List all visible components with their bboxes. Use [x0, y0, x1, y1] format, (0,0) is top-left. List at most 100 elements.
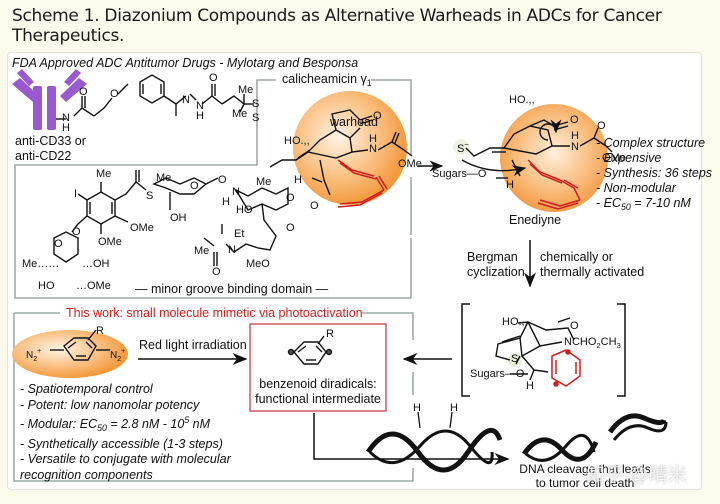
- scheme-title: Scheme 1. Diazonium Compounds as Alterna…: [12, 6, 662, 46]
- property-item: - Non-modular: [596, 181, 676, 195]
- warhead-structure: [269, 109, 413, 196]
- minor-groove-structure: [53, 170, 289, 266]
- enediyne-red-bonds: [337, 159, 388, 208]
- atom-label: O: [570, 114, 579, 126]
- warhead-orb: [293, 91, 407, 205]
- activation-label: chemically or thermally activated: [540, 250, 644, 280]
- watermark: 知乎 @晴米: [586, 465, 687, 486]
- diradical-sulfur: S: [511, 353, 519, 365]
- benzenoid-box: [249, 323, 387, 412]
- atom-label: OMe: [130, 222, 154, 234]
- bergman-label: Bergman cyclization: [467, 250, 525, 280]
- atom-label: N: [62, 112, 70, 124]
- atom-label: H: [222, 196, 230, 208]
- atom-label: O: [110, 88, 119, 100]
- atom-label: OMe: [98, 236, 122, 248]
- dna-h-label: H: [450, 402, 458, 414]
- atom-label: O: [72, 226, 81, 238]
- atom-label: Et: [234, 228, 245, 240]
- benzenoid-line-1: benzenoid diradicals:: [259, 377, 377, 391]
- dna-h-label: H: [413, 402, 421, 414]
- atom-label: O: [373, 110, 382, 122]
- top-section-heading: FDA Approved ADC Antitumor Drugs - Mylot…: [12, 56, 359, 70]
- enediyne-structure: [461, 119, 613, 179]
- arrow-to-dna-cleavage: [313, 413, 510, 465]
- atom-label: H: [571, 130, 579, 142]
- atom-label: Me: [156, 172, 172, 184]
- atom-label: I: [74, 188, 78, 200]
- activation-line-2: thermally activated: [540, 265, 645, 279]
- dna-outcome-label: DNA cleavage that leads to tumor cell de…: [510, 462, 660, 490]
- atom-label: N: [232, 186, 240, 198]
- benzenoid-label: benzenoid diradicals: functional interme…: [250, 377, 386, 407]
- atom-label: Me: [232, 108, 248, 120]
- atom-label: S: [252, 98, 260, 110]
- dna-outcome-line-1: DNA cleavage that leads: [519, 462, 651, 476]
- diazonium-r-group: R: [96, 325, 104, 337]
- enediyne-ring-red: [527, 159, 581, 210]
- atom-label: O: [570, 320, 579, 332]
- thiolate-highlight: [453, 139, 469, 155]
- atom-label: H: [196, 110, 204, 122]
- atom-label: N: [571, 141, 579, 153]
- enediyne-label: Enediyne: [509, 213, 562, 227]
- diradical-brackets: [461, 303, 626, 397]
- advantage-modular: - Modular: EC50 = 2.8 nM - 105 nM: [20, 415, 211, 433]
- calicheamicin-label: calicheamicin γ1: [282, 72, 372, 88]
- atom-label: …OH: [82, 258, 110, 270]
- atom-label: HO: [236, 204, 253, 216]
- benzenoid-line-2: functional intermediate: [255, 392, 381, 406]
- atom-label: O: [209, 72, 218, 84]
- atom-label: HO.,,: [509, 94, 535, 106]
- bergman-line-1: Bergman: [467, 250, 518, 264]
- atom-label: H: [369, 133, 377, 145]
- atom-label: OMe: [602, 152, 626, 164]
- atom-label: O: [286, 192, 295, 204]
- diradical-h: H: [526, 380, 534, 392]
- advantage-item: - Potent: low nanomolar potency: [20, 397, 200, 412]
- diradical-benzene-red: [551, 349, 581, 387]
- atom-label: OMe: [398, 158, 422, 170]
- diradical-sugars: Sugars—O: [470, 368, 525, 380]
- this-work-frame: [13, 312, 414, 482]
- atom-label: O: [190, 180, 199, 192]
- atom-label: H: [506, 179, 514, 191]
- atom-label: Me: [194, 245, 210, 257]
- atom-label: HO.,,: [284, 135, 310, 147]
- atom-label: O: [212, 266, 221, 278]
- sulfur-highlight: [508, 353, 522, 367]
- atom-label: N: [196, 100, 204, 112]
- diazonium-left: N2+: [26, 348, 42, 363]
- antibody-label-1: anti-CD33 or: [15, 134, 86, 148]
- atom-label: O: [286, 222, 295, 234]
- atom-label: Me: [256, 176, 272, 188]
- calicheamicin-bracket: [14, 79, 412, 299]
- diradical-ho: HO.,,: [502, 316, 528, 328]
- atom-label: Me: [238, 84, 254, 96]
- thiolate-label: S−: [457, 140, 469, 155]
- property-item: - Expensive: [596, 151, 662, 165]
- property-item: - Synthesis: 36 steps: [596, 166, 713, 180]
- irradiation-label: Red light irradiation: [139, 338, 247, 352]
- advantage-item: - Synthetically accessible (1-3 steps): [20, 436, 223, 451]
- dna-outcome-line-2: to tumor cell death: [535, 476, 635, 490]
- antibody-icon: [12, 69, 87, 130]
- enediyne-orb: [500, 104, 608, 212]
- atom-label: N: [182, 94, 190, 106]
- atom-label: S: [146, 190, 154, 202]
- property-ec50: - EC50 = 7-10 nM: [596, 196, 691, 212]
- advantage-item: - Spatiotemporal control: [20, 382, 153, 396]
- dna-helix-cleaved-1: [521, 434, 599, 462]
- atom-label: H: [294, 174, 302, 186]
- property-item: - Complex structure: [596, 136, 706, 150]
- atom-label: O: [79, 86, 88, 98]
- advantage-item: recognition components: [20, 467, 153, 482]
- atom-label: O: [597, 120, 606, 132]
- dna-helix-cleaved-2: [607, 413, 668, 441]
- diazonium-right: N2+: [110, 348, 126, 363]
- minor-groove-label: — minor groove binding domain —: [135, 282, 329, 296]
- atom-label: Me……: [22, 258, 60, 270]
- atom-label: H: [62, 122, 70, 134]
- diradical-structure: [495, 317, 575, 381]
